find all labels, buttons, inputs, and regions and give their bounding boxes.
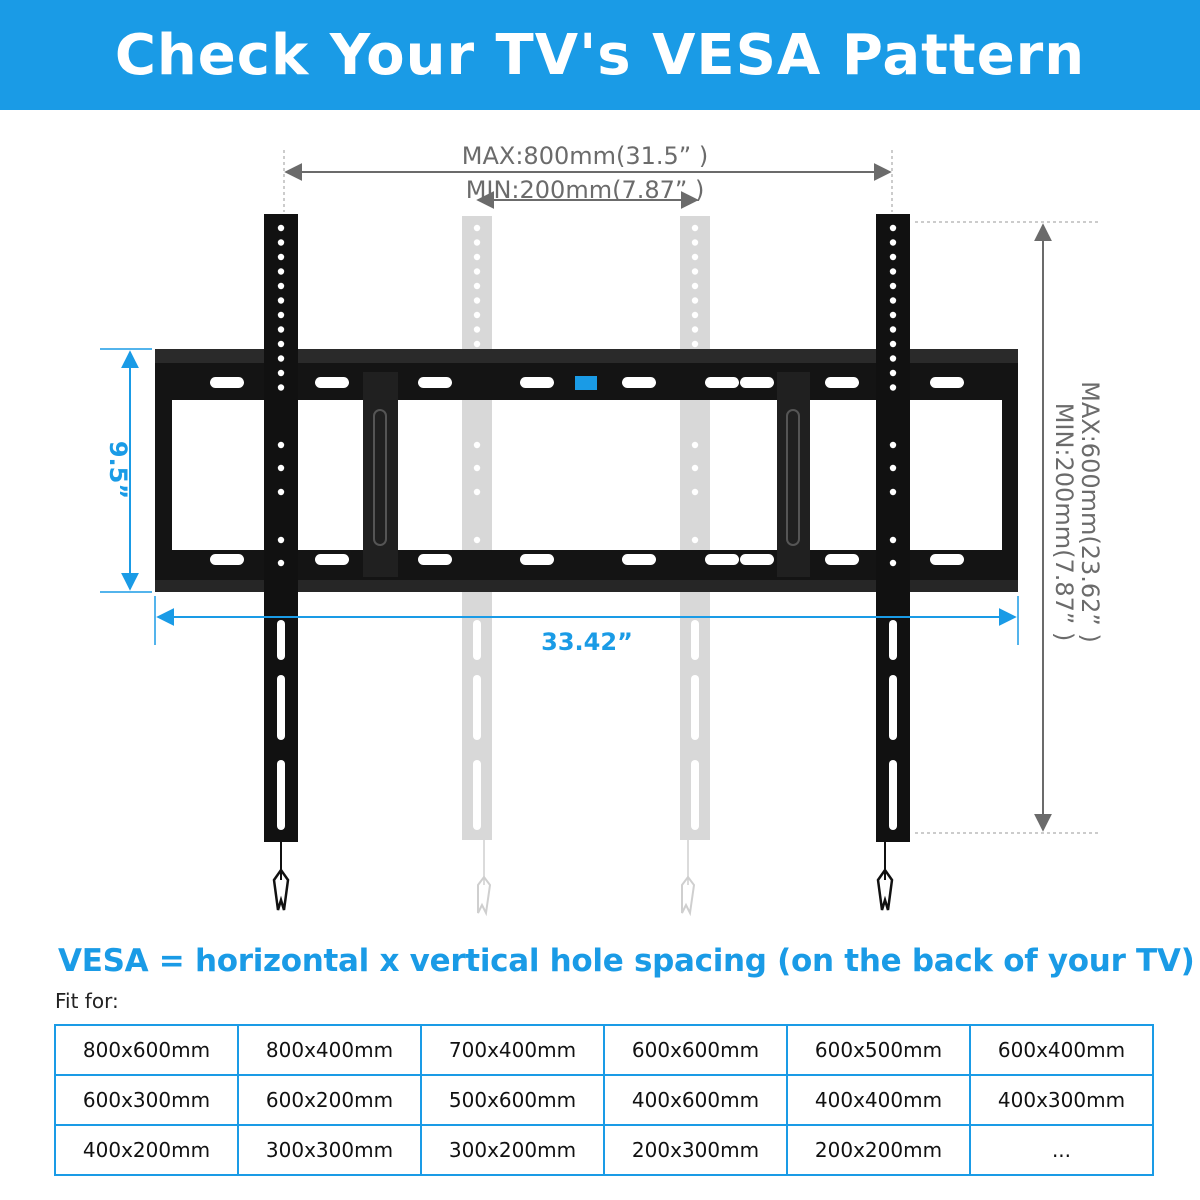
- vesa-size-cell: 600x300mm: [54, 1074, 239, 1126]
- wall-plate: [155, 349, 1018, 592]
- vesa-size-cell: 300x300mm: [237, 1124, 422, 1176]
- vesa-size-cell: 400x300mm: [969, 1074, 1154, 1126]
- min-horizontal-dimension: MIN:200mm(7.87” ): [466, 176, 705, 209]
- frame-width-dimension: 33.42”: [154, 596, 1019, 656]
- frame-height-dimension: 9.5”: [100, 348, 152, 593]
- bracket-left: [264, 214, 298, 911]
- bracket-right: [876, 214, 910, 911]
- vesa-size-cell: 800x600mm: [54, 1024, 239, 1076]
- vesa-size-cell: 200x200mm: [786, 1124, 971, 1176]
- vesa-size-cell: 700x400mm: [420, 1024, 605, 1076]
- mount-diagram: MAX:800mm(31.5” ) MIN:200mm(7.87” ) MAX:…: [100, 142, 1104, 917]
- vesa-size-cell: 200x300mm: [603, 1124, 788, 1176]
- vesa-size-cell: 600x600mm: [603, 1024, 788, 1076]
- vesa-size-cell: 400x200mm: [54, 1124, 239, 1176]
- max-horizontal-dimension: MAX:800mm(31.5” ): [283, 142, 893, 212]
- vesa-size-cell: 300x200mm: [420, 1124, 605, 1176]
- page-title: Check Your TV's VESA Pattern: [114, 22, 1086, 88]
- max-vertical-label: MAX:600mm(23.62” ): [1076, 381, 1104, 643]
- vesa-size-cell: 400x400mm: [786, 1074, 971, 1126]
- vesa-size-cell: 600x500mm: [786, 1024, 971, 1076]
- fit-for-label: Fit for:: [55, 989, 119, 1013]
- vesa-size-cell: 400x600mm: [603, 1074, 788, 1126]
- vesa-definition: VESA = horizontal x vertical hole spacin…: [58, 943, 1195, 979]
- vesa-size-cell: ...: [969, 1124, 1154, 1176]
- frame-height-label: 9.5”: [104, 441, 132, 499]
- header-banner: Check Your TV's VESA Pattern: [0, 0, 1200, 110]
- min-vertical-label: MIN:200mm(7.87” ): [1050, 403, 1078, 642]
- vesa-size-cell: 800x400mm: [237, 1024, 422, 1076]
- vesa-size-cell: 600x400mm: [969, 1024, 1154, 1076]
- brand-logo-icon: [575, 376, 597, 390]
- vesa-size-cell: 500x600mm: [420, 1074, 605, 1126]
- vertical-dimension: MAX:600mm(23.62” ) MIN:200mm(7.87” ): [915, 221, 1104, 834]
- min-horizontal-label: MIN:200mm(7.87” ): [466, 176, 705, 204]
- vesa-size-cell: 600x200mm: [237, 1074, 422, 1126]
- frame-width-label: 33.42”: [541, 628, 633, 656]
- max-horizontal-label: MAX:800mm(31.5” ): [462, 142, 708, 170]
- ghost-bracket-right: [680, 216, 710, 917]
